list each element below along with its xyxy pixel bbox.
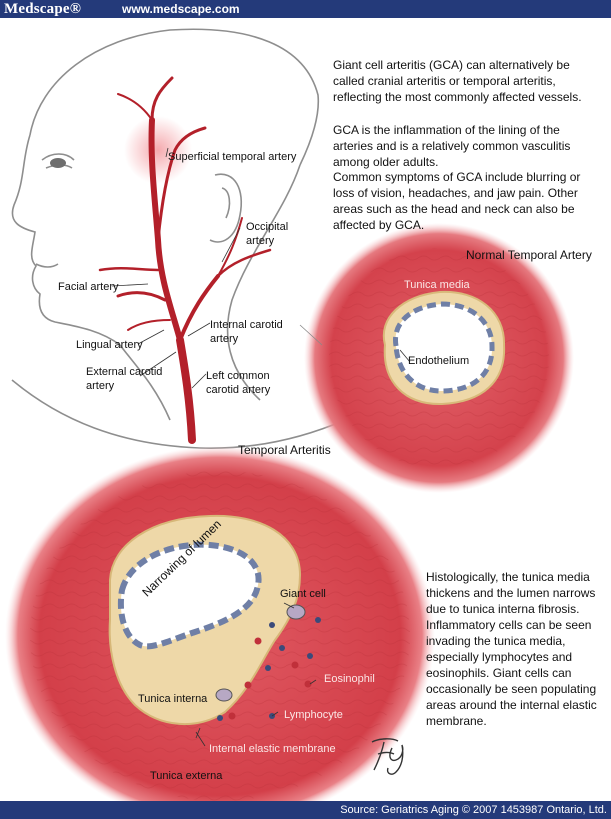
label-endothelium: Endothelium <box>408 355 470 367</box>
label-external-carotid-2: artery <box>86 380 115 392</box>
inflammatory-cells <box>217 617 321 721</box>
label-left-common-carotid-2: carotid artery <box>206 384 271 396</box>
label-internal-carotid-2: artery <box>210 333 239 345</box>
header-bar: Medscape® www.medscape.com <box>0 0 611 18</box>
artist-signature <box>371 738 404 775</box>
arteritis-crosssection <box>5 446 435 801</box>
intro-paragraph-1: Giant cell arteritis (GCA) can alternati… <box>333 58 582 104</box>
label-left-common-carotid-1: Left common <box>206 370 270 382</box>
medscape-logo[interactable]: Medscape® <box>4 1 82 17</box>
label-eosinophil: Eosinophil <box>324 673 375 685</box>
inflamed-temple-glow <box>124 116 192 184</box>
site-url-link[interactable]: www.medscape.com <box>122 2 240 16</box>
label-lingual: Lingual artery <box>76 339 143 351</box>
label-external-carotid-1: External carotid <box>86 366 163 378</box>
giant-cell <box>286 604 306 620</box>
label-tunica-interna: Tunica interna <box>138 693 208 705</box>
footer-bar: Source: Geriatrics Aging © 2007 1453987 … <box>0 801 611 819</box>
normal-artery-title: Normal Temporal Artery <box>466 248 592 262</box>
giant-cell-2 <box>215 688 233 702</box>
intro-paragraph-2: GCA is the inflammation of the lining of… <box>333 123 571 169</box>
source-credit: Source: Geriatrics Aging © 2007 1453987 … <box>340 804 607 816</box>
label-facial: Facial artery <box>58 281 119 293</box>
label-tunica-media: Tunica media <box>404 279 470 291</box>
label-internal-elastic-membrane: Internal elastic membrane <box>209 743 336 755</box>
label-tunica-externa: Tunica externa <box>150 770 223 782</box>
histology-paragraph: Histologically, the tunica media thicken… <box>426 570 597 728</box>
label-lymphocyte: Lymphocyte <box>284 709 343 721</box>
label-internal-carotid-1: Internal carotid <box>210 319 283 331</box>
arteritis-title: Temporal Arteritis <box>238 443 331 457</box>
eye-pupil <box>50 158 66 168</box>
arteritis-leaders <box>195 602 317 747</box>
label-giant-cell: Giant cell <box>280 588 326 600</box>
head-outline <box>11 28 346 449</box>
label-occipital-1: Occipital <box>246 221 289 233</box>
intro-paragraph-3: Common symptoms of GCA include blurring … <box>333 170 581 232</box>
artery-tree <box>98 76 272 444</box>
normal-artery-crosssection <box>304 223 574 493</box>
leader-lines <box>111 147 241 389</box>
illustration <box>5 28 574 801</box>
label-superficial-temporal: Superficial temporal artery <box>168 151 297 163</box>
label-occipital-2: artery <box>246 235 275 247</box>
